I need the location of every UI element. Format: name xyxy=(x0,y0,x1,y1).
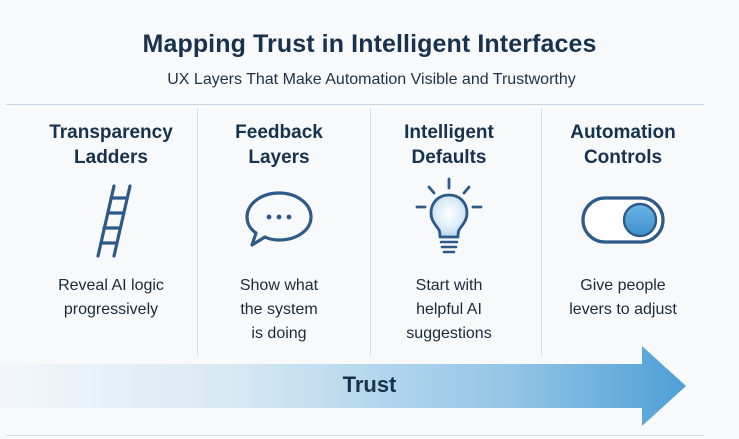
column-title: Transparency Ladders xyxy=(26,120,196,170)
column-description-line: Give people xyxy=(580,277,666,294)
column-icon-wrap xyxy=(538,170,708,270)
bottom-divider xyxy=(6,435,704,436)
lightbulb-icon xyxy=(415,177,483,254)
column-title: Automation Controls xyxy=(538,120,708,170)
trust-label: Trust xyxy=(342,372,397,397)
toggle-icon xyxy=(581,196,665,244)
column-description-line: levers to adjust xyxy=(569,301,677,318)
column-description: Reveal AI logic progressively xyxy=(26,274,196,322)
column-description: Start with helpful AI suggestions xyxy=(364,274,534,346)
column-description: Give people levers to adjust xyxy=(538,274,708,322)
column-divider xyxy=(370,108,371,356)
column-feedback-layers: Feedback Layers Show what the system is … xyxy=(194,120,364,346)
column-title-line: Intelligent xyxy=(404,122,494,143)
page-subtitle: UX Layers That Make Automation Visible a… xyxy=(167,71,576,88)
column-description-line: the system xyxy=(240,301,318,318)
column-description-line: Start with xyxy=(415,277,483,294)
column-title-line: Ladders xyxy=(74,147,148,168)
column-icon-wrap xyxy=(26,170,196,270)
column-description: Show what the system is doing xyxy=(194,274,364,346)
column-title: Intelligent Defaults xyxy=(364,120,534,170)
chat-bubble-icon xyxy=(245,191,313,247)
column-description-line: is doing xyxy=(251,325,307,342)
page-title: Mapping Trust in Intelligent Interfaces xyxy=(142,30,597,58)
column-description-line: helpful AI xyxy=(416,301,482,318)
column-description-line: Show what xyxy=(239,277,319,294)
column-description-line: suggestions xyxy=(406,325,492,342)
column-title-line: Layers xyxy=(248,147,310,168)
trust-arrow xyxy=(0,346,686,426)
column-title-line: Automation xyxy=(570,122,676,143)
column-description-line: Reveal AI logic xyxy=(58,277,164,294)
column-title-line: Defaults xyxy=(411,147,487,168)
column-icon-wrap xyxy=(194,170,364,270)
column-title-line: Feedback xyxy=(235,122,323,143)
column-title: Feedback Layers xyxy=(194,120,364,170)
column-divider xyxy=(541,108,542,356)
column-description-line: progressively xyxy=(63,301,159,318)
ladder-icon xyxy=(96,184,132,258)
top-divider xyxy=(6,104,704,105)
column-intelligent-defaults: Intelligent Defaults xyxy=(364,120,534,346)
column-title-line: Transparency xyxy=(49,122,173,143)
column-transparency-ladders: Transparency Ladders Reveal AI logic pro… xyxy=(26,120,196,322)
column-divider xyxy=(197,108,198,356)
column-title-line: Controls xyxy=(583,147,663,168)
column-icon-wrap xyxy=(364,170,534,270)
column-automation-controls: Automation Controls Give people levers t… xyxy=(538,120,708,322)
